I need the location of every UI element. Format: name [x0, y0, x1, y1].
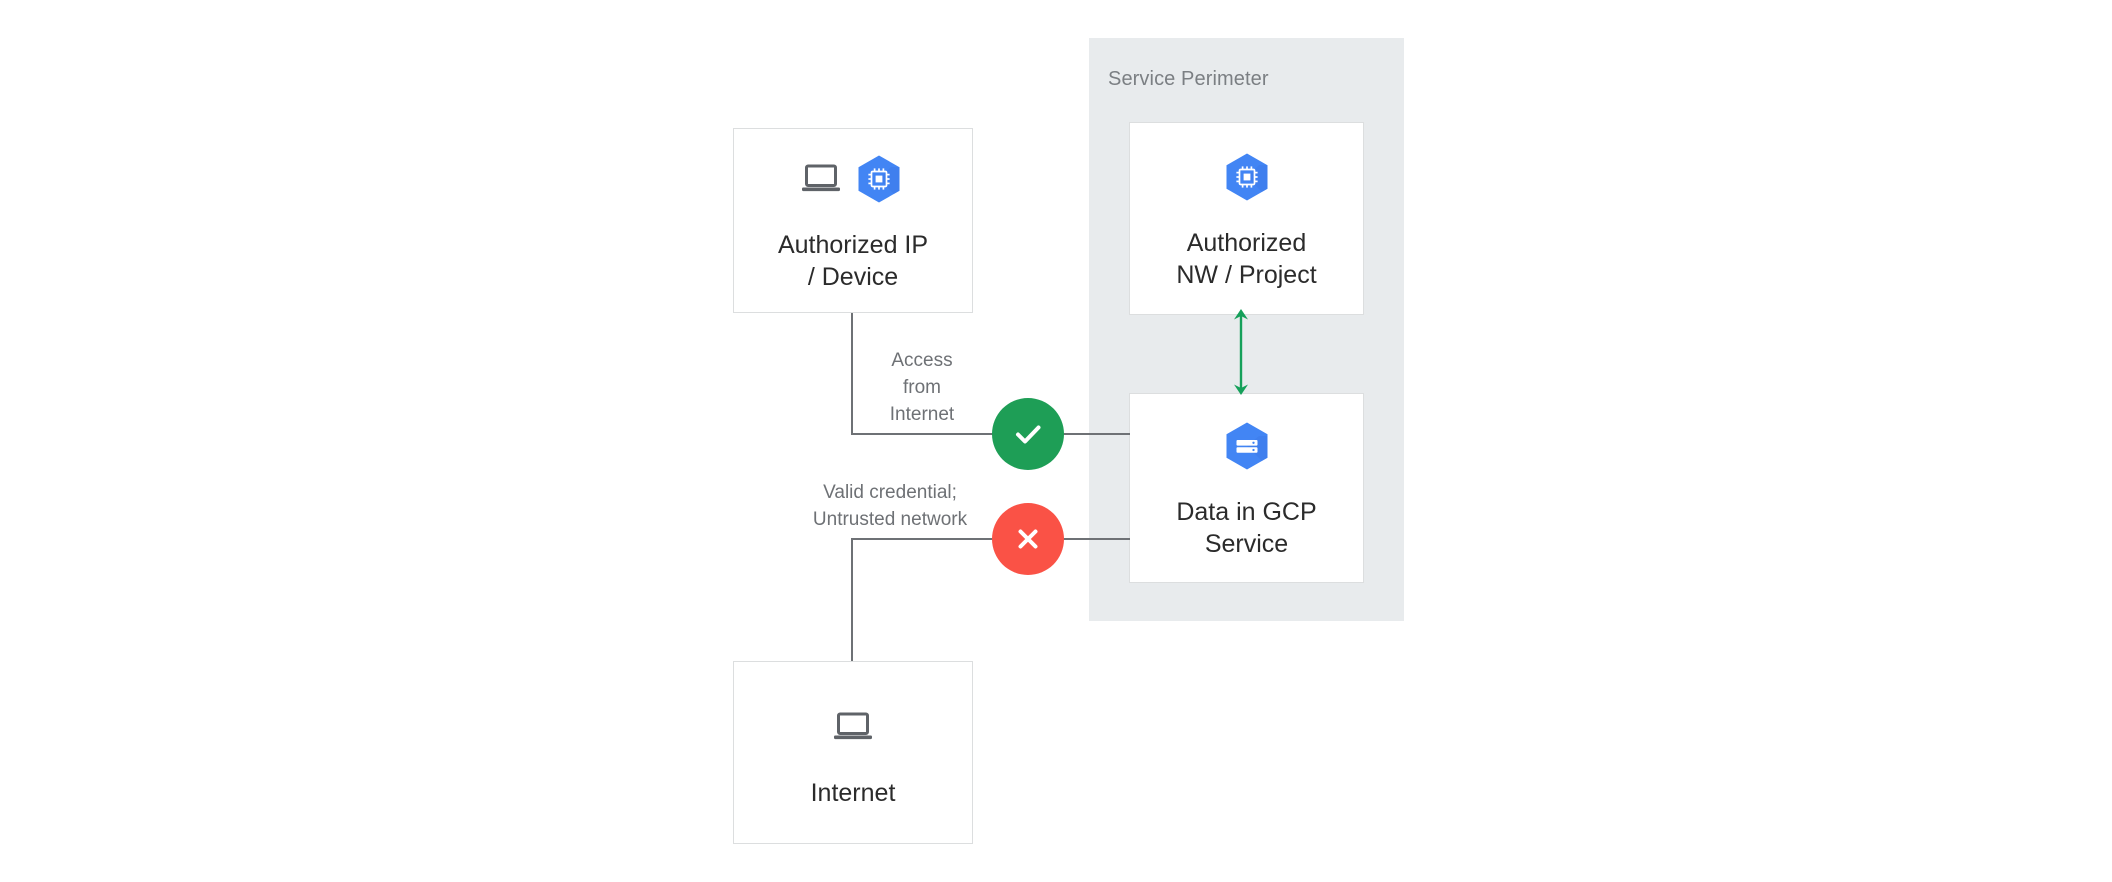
node-icon-group [801, 149, 905, 209]
node-icon-group [1221, 416, 1273, 476]
status-badge-denied [992, 503, 1064, 575]
gcp-compute-hexagon-icon [853, 153, 905, 205]
laptop-icon [833, 710, 873, 744]
connector-authorized-ip-horizontal [851, 433, 1130, 436]
node-authorized-ip-device[interactable]: Authorized IP / Device [733, 128, 973, 313]
service-perimeter-label: Service Perimeter [1108, 68, 1269, 90]
laptop-icon [801, 162, 841, 196]
connector-internet-horizontal [851, 538, 1130, 541]
connector-internet-vertical [851, 538, 854, 661]
node-internet[interactable]: Internet [733, 661, 973, 844]
connector-authorized-ip-vertical [851, 313, 854, 434]
node-label: Authorized IP / Device [777, 230, 929, 291]
node-label: Authorized NW / Project [1176, 228, 1317, 289]
node-authorized-nw-project[interactable]: Authorized NW / Project [1129, 122, 1364, 315]
edge-label-valid-credential-untrusted-network: Valid credential; Untrusted network [812, 482, 968, 530]
double-headed-vertical-arrow-icon [1228, 308, 1254, 396]
gcp-storage-hexagon-icon [1221, 420, 1273, 472]
edge-label-access-from-internet: Access from Internet [889, 350, 955, 425]
node-data-in-gcp-service[interactable]: Data in GCP Service [1129, 393, 1364, 583]
node-label: Internet [810, 778, 896, 807]
gcp-compute-hexagon-icon [1221, 151, 1273, 203]
node-icon-group [1221, 147, 1273, 207]
check-icon [1008, 414, 1048, 454]
node-label: Data in GCP Service [1176, 498, 1317, 558]
node-icon-group [833, 697, 873, 757]
close-icon [1008, 519, 1048, 559]
status-badge-allowed [992, 398, 1064, 470]
